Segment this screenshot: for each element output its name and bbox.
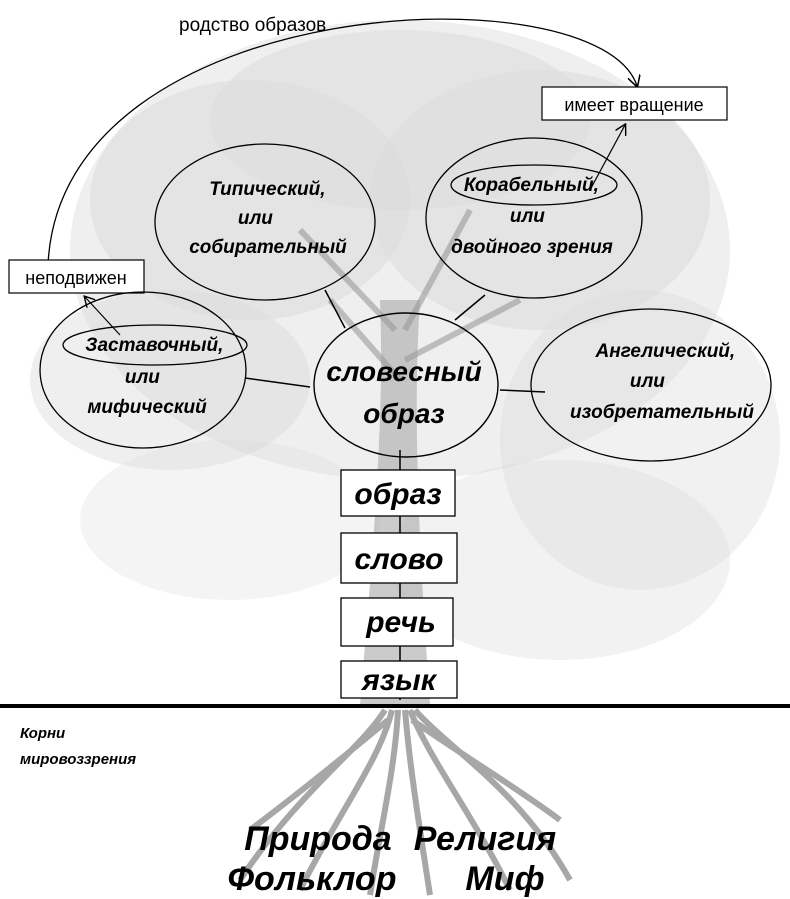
center-line1: словесный — [326, 356, 481, 387]
typical-line3: собирательный — [189, 237, 347, 258]
angelic-line1: Ангелический, — [595, 341, 736, 362]
ship-line2: или — [510, 206, 545, 227]
source-folklore: Фольклор — [228, 860, 397, 898]
typical-line1: Типический, — [209, 179, 325, 200]
source-nature: Природа — [244, 820, 391, 858]
roots-line2: мировоззрения — [20, 751, 136, 768]
rotating-label: имеет вращение — [564, 95, 703, 115]
roots-label: Корни мировоззрения — [20, 725, 136, 768]
ship-line3: двойного зрения — [451, 237, 613, 258]
trunk-label-yazyk: язык — [360, 664, 438, 697]
angelic-line2: или — [630, 371, 665, 392]
roots-line1: Корни — [20, 725, 65, 742]
angelic-line3: изобретательный — [570, 402, 754, 423]
trunk-label-slovo: слово — [355, 543, 444, 576]
immobile-label: неподвижен — [25, 268, 126, 288]
kinship-label: родство образов — [179, 15, 326, 36]
screensaver-line2: или — [125, 367, 160, 388]
sources: Природа Религия Фольклор Миф — [228, 820, 557, 898]
trunk-label-rech: речь — [365, 606, 436, 639]
typical-line2: или — [238, 208, 273, 229]
screensaver-line3: мифический — [87, 397, 207, 418]
screensaver-line1: Заставочный, — [85, 335, 223, 356]
trunk-label-obraz: образ — [354, 478, 441, 511]
ship-line1: Корабельный, — [464, 175, 599, 196]
center-line2: образ — [363, 398, 444, 429]
source-religion: Религия — [414, 820, 556, 858]
source-myth: Миф — [465, 860, 544, 898]
